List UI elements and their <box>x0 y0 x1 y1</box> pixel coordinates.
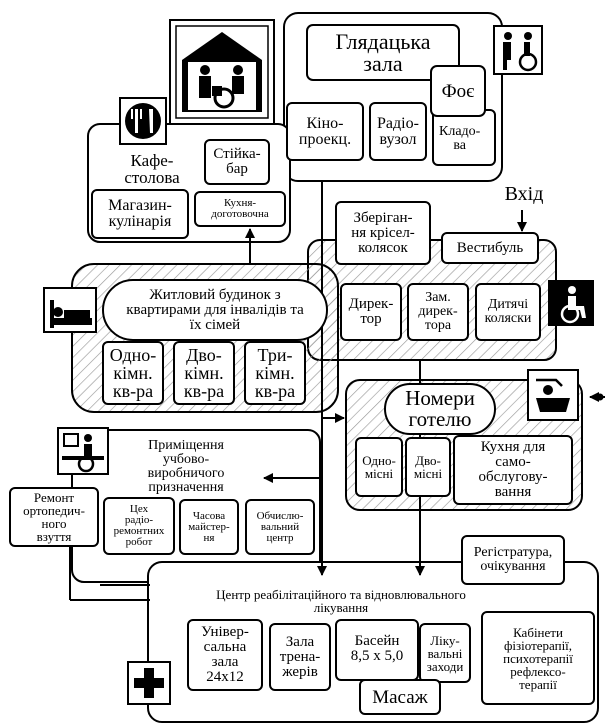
rehab-title: Центр реабілітаційного та відновлювально… <box>216 587 466 615</box>
projection-box <box>286 102 364 161</box>
registry-box <box>461 535 565 585</box>
deputy-box <box>407 283 469 341</box>
hotel-kitchen-box <box>453 435 573 505</box>
hotel-kitchen-label: Кухня для само- обслугову- вання <box>478 439 548 500</box>
storage-label: Кладо- ва <box>439 124 481 153</box>
one-room-label: Одно- кімн. кв-ра <box>109 345 157 401</box>
bath-icon <box>527 369 579 421</box>
foyer-label: Фоє <box>441 80 475 102</box>
double-room-box <box>405 437 451 497</box>
fork-knife-icon <box>119 97 167 145</box>
radio-box <box>369 102 427 161</box>
computing-label: Обчислю- вальний центр <box>256 509 304 544</box>
wheelchair-icon <box>548 280 594 326</box>
three-room-box <box>244 341 306 405</box>
gym-label: Зала трена- жерів <box>279 633 321 680</box>
foyer-box <box>430 65 486 117</box>
shop-box <box>91 189 189 239</box>
projection-label: Кіно- проекц. <box>298 114 352 148</box>
auditorium-title-box <box>306 24 460 81</box>
bar-box <box>204 139 270 185</box>
wheelchair-desk-icon <box>57 427 109 475</box>
wheelchair-storage-box <box>335 201 431 265</box>
housing-title-box <box>102 279 328 341</box>
radio-shop-box <box>103 497 175 555</box>
two-room-box <box>173 341 235 405</box>
workshop-title: Приміщення учбово- виробничого призначен… <box>147 438 225 495</box>
massage-label: Масаж <box>372 686 428 708</box>
wheelchair-companion-icon <box>493 25 543 75</box>
single-room-box <box>355 437 403 497</box>
three-room-label: Три- кімн. кв-ра <box>254 345 296 401</box>
one-room-box <box>102 341 164 405</box>
computing-box <box>245 499 315 555</box>
auditorium-title: Глядацька зала <box>335 28 431 76</box>
repair-box <box>9 487 99 547</box>
strollers-label: Дитячі коляски <box>484 297 532 326</box>
hotel-title-box <box>384 383 496 435</box>
cabinets-label: Кабінети фізіотерапії, психотерапії рефл… <box>503 624 573 692</box>
kitchen-label: Кухня- доготовочна <box>211 197 269 220</box>
gym-box <box>269 623 331 691</box>
two-room-label: Дво- кімн. кв-ра <box>183 345 225 401</box>
connector-dot <box>596 393 604 401</box>
registry-label: Регістратура, очікування <box>473 545 553 574</box>
radio-shop-label: Цех радіо- ремонтних робот <box>113 503 165 548</box>
connector-lines <box>69 181 605 601</box>
hotel-title: Номери готелю <box>405 386 475 431</box>
family-dining-icon <box>169 19 275 125</box>
shop-label: Магазин- кулінарія <box>108 197 172 230</box>
hall-label: Універ- сальна зала 24х12 <box>201 624 249 685</box>
watch-box <box>179 499 239 555</box>
cabinets-box <box>481 611 595 705</box>
housing-title: Житловий будинок з квартирами для інвалі… <box>126 286 304 333</box>
lobby-label: Вестибуль <box>456 239 524 256</box>
massage-box <box>359 679 441 715</box>
kitchen-box <box>194 191 286 227</box>
pool-label: Басейн 8,5 х 5,0 <box>350 633 404 664</box>
radio-label: Радіо- вузол <box>377 114 419 148</box>
cafe-title: Кафе- столова <box>124 151 180 187</box>
lobby-box <box>441 232 539 264</box>
treatment-label: Ліку- вальні заходи <box>426 632 464 674</box>
strollers-box <box>475 283 541 341</box>
repair-label: Ремонт ортопедич- ного взуття <box>23 490 85 544</box>
cross-icon <box>127 661 171 705</box>
treatment-box <box>419 623 471 683</box>
single-room-label: Одно- місні <box>362 453 396 481</box>
bar-label: Стійка- бар <box>213 146 261 177</box>
double-room-label: Дво- місні <box>413 453 443 481</box>
wheelchair-storage-label: Зберіган- ня крісел- колясок <box>351 209 415 256</box>
entrance-label: Вхід <box>504 183 544 205</box>
director-label: Дирек- тор <box>348 296 394 327</box>
watch-label: Часова майстер- ня <box>188 509 230 544</box>
bed-icon <box>43 287 97 333</box>
deputy-label: Зам. дирек- тора <box>418 290 458 333</box>
hall-box <box>187 619 263 691</box>
director-box <box>340 283 402 341</box>
